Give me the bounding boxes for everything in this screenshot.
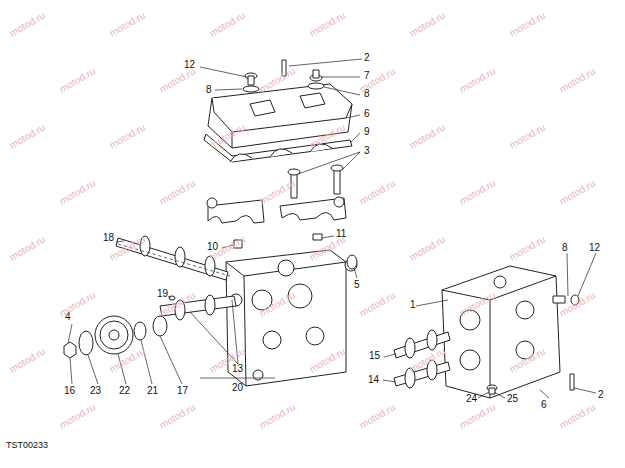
callout-number: 19 — [157, 289, 168, 299]
watermark: motod.ru — [308, 122, 347, 150]
watermark: motod.ru — [358, 178, 397, 206]
watermark: motod.ru — [458, 178, 497, 206]
watermark: motod.ru — [208, 122, 247, 150]
watermark: motod.ru — [358, 66, 397, 94]
watermark: motod.ru — [58, 66, 97, 94]
watermark: motod.ru — [108, 10, 147, 38]
watermark: motod.ru — [408, 122, 447, 150]
callout-number: 1 — [410, 300, 416, 310]
watermark: motod.ru — [208, 234, 247, 262]
callout-number: 23 — [90, 386, 101, 396]
callout-number: 18 — [103, 233, 114, 243]
watermark: motod.ru — [408, 234, 447, 262]
callout-number: 6 — [541, 400, 547, 410]
watermark: motod.ru — [58, 402, 97, 430]
callout-number: 9 — [364, 127, 370, 137]
watermark: motod.ru — [558, 402, 597, 430]
watermark: motod.ru — [558, 66, 597, 94]
callout-number: 12 — [589, 243, 600, 253]
watermark: motod.ru — [358, 290, 397, 318]
callout-number: 20 — [232, 383, 243, 393]
watermark: motod.ru — [108, 122, 147, 150]
watermark: motod.ru — [308, 10, 347, 38]
callout-number: 2 — [598, 390, 604, 400]
watermark: motod.ru — [308, 234, 347, 262]
watermark: motod.ru — [58, 178, 97, 206]
callout-number: 21 — [147, 386, 158, 396]
watermark: motod.ru — [358, 402, 397, 430]
callout-number: 17 — [177, 386, 188, 396]
callout-number: 5 — [354, 280, 360, 290]
callout-number: 2 — [364, 53, 370, 63]
watermark: motod.ru — [108, 346, 147, 374]
watermark: motod.ru — [508, 234, 547, 262]
callout-number: 6 — [364, 109, 370, 119]
watermark: motod.ru — [508, 122, 547, 150]
watermark: motod.ru — [208, 10, 247, 38]
watermark: motod.ru — [8, 234, 47, 262]
watermark: motod.ru — [158, 66, 197, 94]
callout-number: 3 — [364, 146, 370, 156]
watermark: motod.ru — [308, 346, 347, 374]
figure-code: TST00233 — [6, 441, 48, 450]
watermark: motod.ru — [8, 10, 47, 38]
callout-number: 13 — [232, 364, 243, 374]
callout-number: 24 — [466, 394, 477, 404]
watermark: motod.ru — [258, 402, 297, 430]
watermark: motod.ru — [558, 290, 597, 318]
watermark: motod.ru — [508, 346, 547, 374]
callout-number: 8 — [206, 85, 212, 95]
watermark: motod.ru — [508, 10, 547, 38]
watermark: motod.ru — [158, 402, 197, 430]
callout-number: 22 — [119, 386, 130, 396]
watermark: motod.ru — [558, 178, 597, 206]
watermark: motod.ru — [8, 122, 47, 150]
watermark: motod.ru — [58, 290, 97, 318]
watermark: motod.ru — [258, 66, 297, 94]
watermark: motod.ru — [258, 290, 297, 318]
callout-number: 14 — [368, 375, 379, 385]
watermark: motod.ru — [408, 346, 447, 374]
watermark: motod.ru — [158, 178, 197, 206]
watermark: motod.ru — [458, 402, 497, 430]
callout-number: 15 — [369, 351, 380, 361]
callout-number: 16 — [64, 386, 75, 396]
callout-number: 8 — [562, 243, 568, 253]
watermark: motod.ru — [408, 10, 447, 38]
watermark: motod.ru — [258, 178, 297, 206]
watermark: motod.ru — [458, 290, 497, 318]
watermark: motod.ru — [8, 346, 47, 374]
watermark: motod.ru — [458, 66, 497, 94]
callout-number: 25 — [507, 394, 518, 404]
